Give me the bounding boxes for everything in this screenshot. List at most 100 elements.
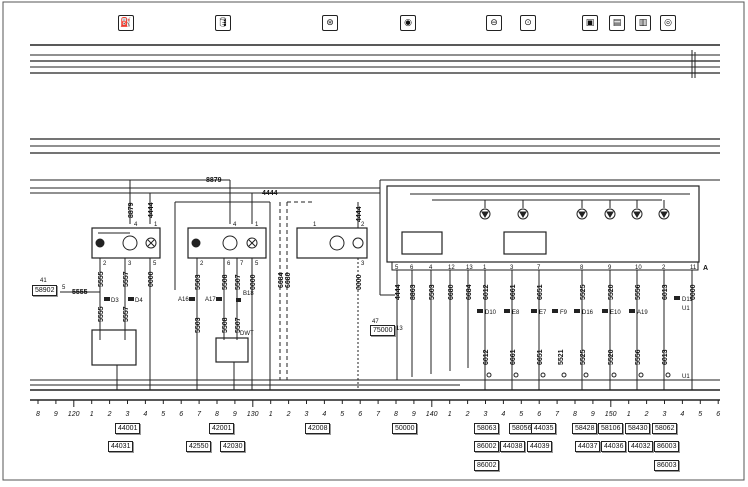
fuse-block: [504, 309, 510, 313]
component-ref-box: 58106: [598, 423, 624, 434]
right-module-box: [386, 185, 700, 263]
fuse-label: F9: [560, 310, 568, 316]
ruler-label: 6: [716, 411, 720, 418]
component-ref-box: 44035: [531, 423, 557, 434]
wire-label: 4444: [148, 202, 155, 218]
component-ref-box: 44039: [527, 441, 553, 452]
ruler-label: 1: [627, 411, 631, 418]
wire-label: 5557: [123, 306, 130, 322]
connector-pin: 13: [396, 326, 403, 332]
pin-label: 9: [608, 265, 612, 271]
led-icon: [576, 208, 588, 220]
brake-warning-icon: ⊖: [486, 15, 502, 31]
relay-box-a: [401, 231, 443, 255]
pin-label: 13: [466, 265, 473, 271]
ruler-label: 150: [605, 411, 617, 418]
switch-contact-icon: [486, 372, 492, 378]
pin-label: 1: [313, 222, 317, 228]
pin-label: 11: [690, 265, 697, 271]
ruler-label: 6: [179, 411, 183, 418]
pin-label: 10: [635, 265, 642, 271]
ruler-label: 140: [426, 411, 438, 418]
led-icon: [479, 208, 491, 220]
fuse-block: [674, 296, 680, 300]
wire-label: 0000: [356, 274, 363, 290]
ruler-label: 8: [36, 411, 40, 418]
wire-label: 5525: [580, 284, 587, 300]
left-module: [60, 180, 161, 390]
relay-box: [215, 337, 249, 363]
wire-label: 5508: [222, 317, 229, 333]
lamp-icon: [145, 237, 157, 249]
wire-label: 6012: [483, 349, 490, 365]
led-icon: [95, 238, 105, 248]
wire-label: 8879: [128, 202, 135, 218]
led-icon: [658, 208, 670, 220]
fuse-block: [236, 298, 241, 302]
component-ref-box: 86002: [474, 441, 500, 452]
fuse-label: E7: [539, 310, 547, 316]
pin-label: 8: [580, 265, 584, 271]
wire-label: 5521: [558, 349, 565, 365]
wire-label: 6651: [537, 349, 544, 365]
wire-label: 6661: [510, 349, 517, 365]
fuse-label: D16: [582, 310, 594, 316]
ruler-label: 9: [412, 411, 416, 418]
driver-airbag-icon: ▣: [582, 15, 598, 31]
wire-label: 5507: [235, 317, 242, 333]
fuse-block: [629, 309, 635, 313]
diode-icon: [660, 211, 668, 218]
pin-label: 3: [510, 265, 514, 271]
fuse-label: A16: [178, 297, 189, 303]
ruler-label: 2: [286, 411, 291, 418]
fuse-label: A17: [205, 297, 216, 303]
led-icon: [191, 238, 201, 248]
component-ref-box: 42550: [186, 441, 212, 452]
ruler-label: 9: [54, 411, 58, 418]
wire-label-8879: 8879: [206, 177, 222, 184]
ruler-label: 5: [519, 411, 523, 418]
top-right-mark: [691, 50, 696, 78]
component-ref-box: 86003: [654, 441, 680, 452]
door-open-icon: ▤: [609, 15, 625, 31]
left-module-box: [91, 227, 161, 259]
abs-warning-icon: ⊙: [520, 15, 536, 31]
wire-label: 6680: [285, 272, 292, 288]
pin-strip: [391, 261, 699, 271]
wire-label: 5503: [195, 274, 202, 290]
dashed-module: [279, 192, 380, 390]
wire-label: 5520: [608, 349, 615, 365]
component-ref-box: 42030: [220, 441, 246, 452]
switch-contact-icon: [540, 372, 546, 378]
mid-module-box: [187, 227, 267, 259]
right-module: [386, 185, 700, 271]
component-ref-box: 44036: [601, 441, 627, 452]
wire-label: 5503: [429, 284, 436, 300]
wire-label: 0000: [690, 284, 697, 300]
pin-label: 4: [233, 222, 237, 228]
ruler-label: 6: [358, 411, 362, 418]
led-icon: [631, 208, 643, 220]
pin-label: 2: [662, 265, 666, 271]
pin-label: 1: [154, 222, 158, 228]
ruler-label: 7: [197, 411, 202, 418]
wire-label: 5556: [635, 349, 642, 365]
ruler-label: 4: [680, 411, 684, 418]
pin-label: 6: [410, 265, 414, 271]
right-drops: [396, 270, 693, 390]
pin-label: 12: [448, 265, 455, 271]
fuse-label: D10: [485, 310, 497, 316]
led-icon: [604, 208, 616, 220]
ruler-label: 3: [663, 411, 667, 418]
gauge-icon: ◎: [660, 15, 676, 31]
gauge-icon: [222, 235, 238, 251]
connector-code: 58902: [32, 285, 58, 296]
pin-label: 5: [395, 265, 399, 271]
led-icon: [517, 208, 529, 220]
wire-label: 5508: [222, 274, 229, 290]
fuse-block: [477, 309, 483, 313]
right-leds: [479, 200, 670, 220]
component-ref-box: 86003: [654, 460, 680, 471]
component-ref-box: 58430: [625, 423, 651, 434]
